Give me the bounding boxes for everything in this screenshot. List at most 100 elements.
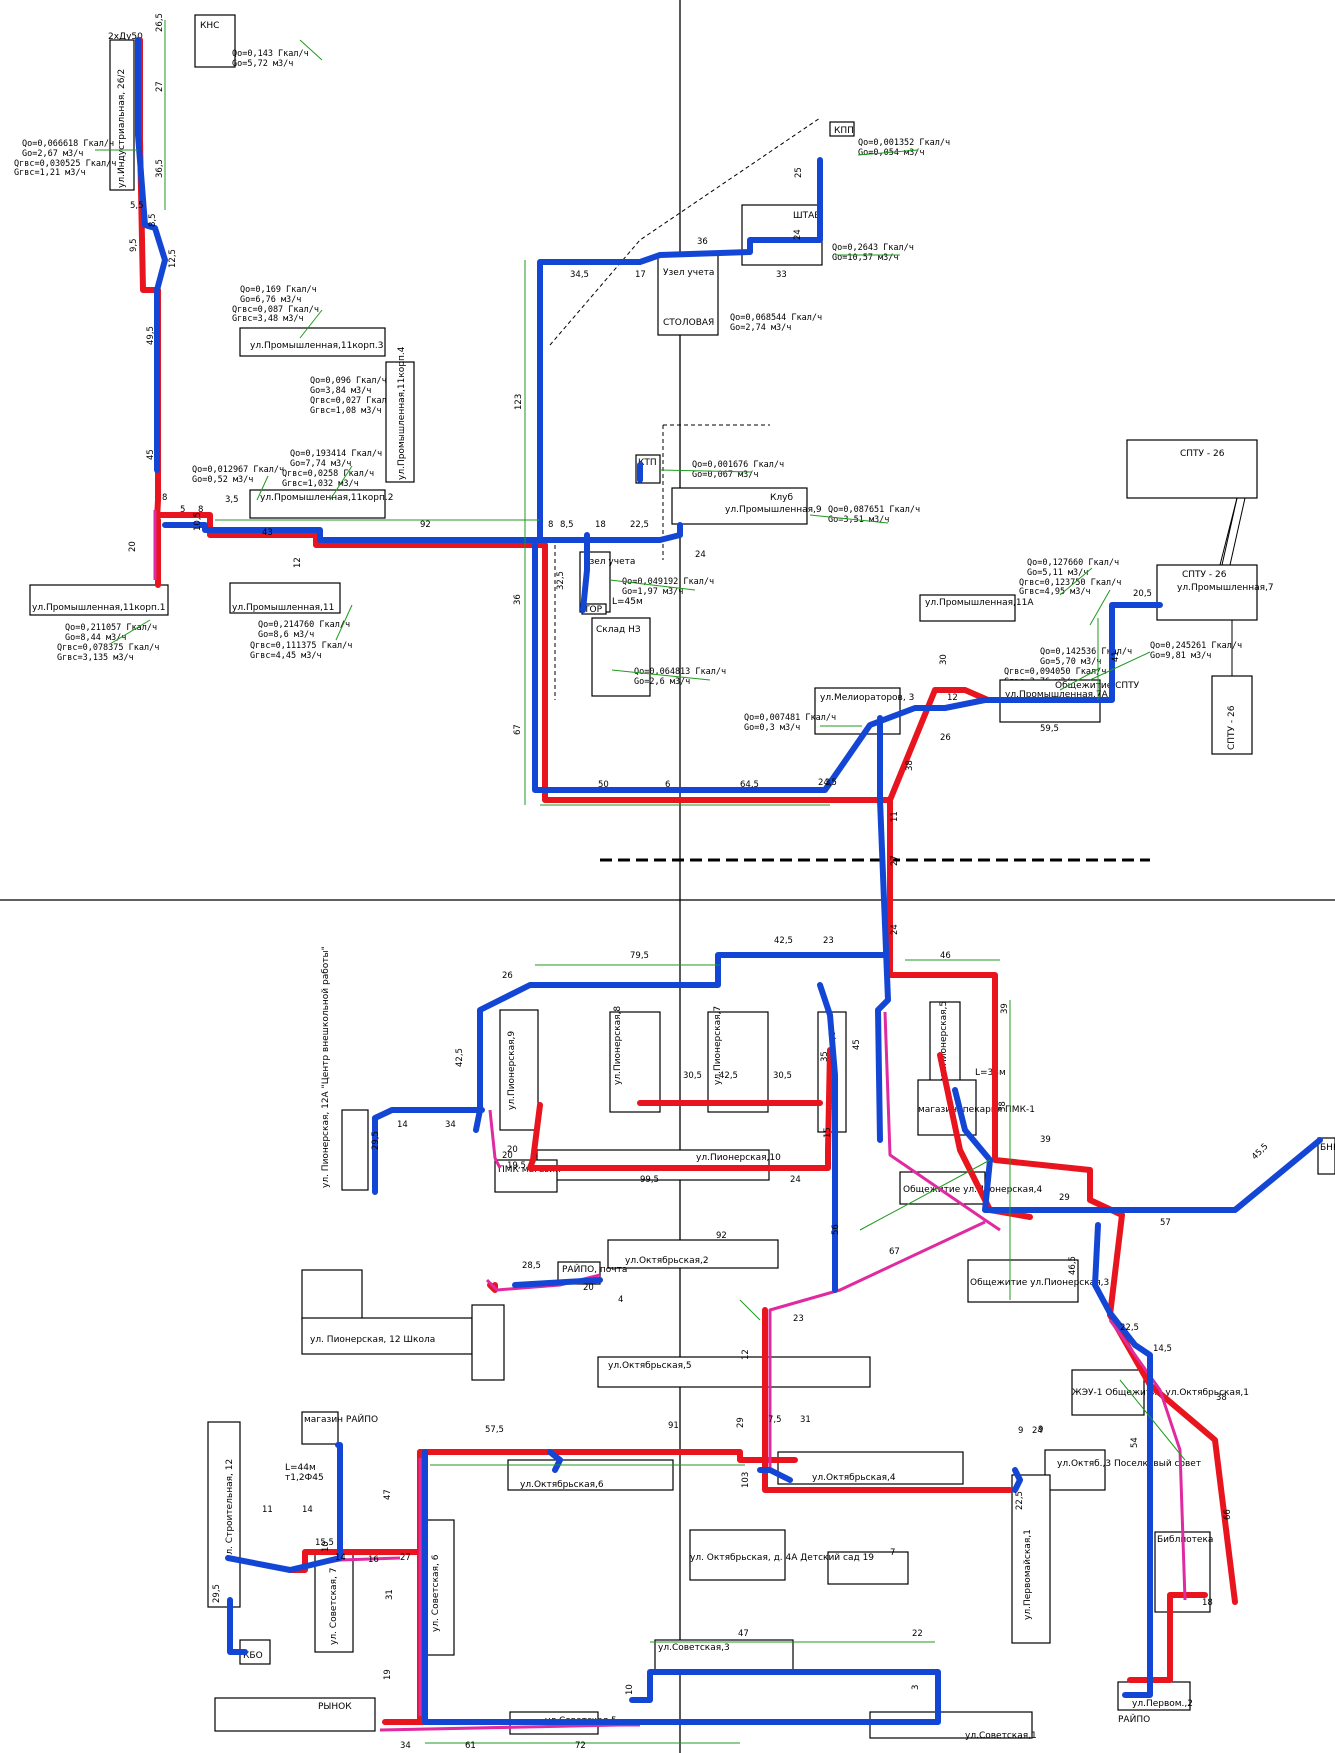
prom11k4-load-4: Gгвс=1,08 м3/ч <box>310 406 382 416</box>
prom11a-load-2: Go=5,11 м3/ч <box>1027 568 1088 578</box>
dimension-label: 26 <box>940 733 951 743</box>
dimension-label: 79,5 <box>630 951 649 961</box>
dimension-label: 27 <box>155 81 165 92</box>
svg-text:КНС: КНС <box>200 21 219 31</box>
svg-text:ул.Октябрьская,2: ул.Октябрьская,2 <box>625 1256 709 1266</box>
svg-text:ул.Промышленная,11корп.3: ул.Промышленная,11корп.3 <box>250 341 383 351</box>
dimension-label: 30 <box>939 654 949 665</box>
dimension-label: 45 <box>146 449 156 460</box>
prom11a-load-1: Qo=0,127660 Гкал/ч <box>1027 558 1119 568</box>
dimension-label: 39 <box>1040 1135 1051 1145</box>
sklad-load-2: Go=2,6 м3/ч <box>634 677 690 687</box>
building-sptu-top: СПТУ - 26 <box>1126 439 1258 499</box>
prom11k2-load-2: Go=7,74 м3/ч <box>290 459 351 469</box>
building-industrialnaya-26-2: ул.Индустриальная, 26/2 <box>109 39 135 191</box>
prom9-load-1: Qo=0,087651 Гкал/ч <box>828 505 920 515</box>
building-pion12-school: ул. Пионерская, 12 Школа <box>301 1269 505 1381</box>
svg-text:РАЙПО, почта: РАЙПО, почта <box>562 1263 627 1275</box>
dimension-label: 9,5 <box>129 238 139 252</box>
dimension-label: 22 <box>912 1629 923 1639</box>
prom11a-load-3: Qгвс=0,123750 Гкал/ч <box>1019 578 1121 588</box>
svg-text:ул.Промышленная,11корп.1: ул.Промышленная,11корп.1 <box>32 603 165 613</box>
building-pion9: ул.Пионерская,9 <box>499 1009 539 1131</box>
sklad-load-1: Qo=0,064813 Гкал/ч <box>634 667 726 677</box>
dimension-label: 24 <box>1032 1426 1043 1436</box>
dimension-label: 15 <box>823 1127 833 1138</box>
building-sov7: ул. Советская, 7 <box>314 1551 354 1653</box>
ind-load-3: Qгвс=0,030525 Гкал/ч <box>14 159 116 169</box>
svg-text:Общежитие ул.Пионерская,4: Общежитие ул.Пионерская,4 <box>903 1185 1042 1195</box>
building-pmk-magazin: ПМК магазин <box>494 1159 561 1193</box>
building-pervom1: ул.Первомайская,1 <box>1011 1474 1051 1644</box>
svg-text:БНИ 15М: БНИ 15М <box>1320 1143 1335 1153</box>
dimension-label: 34,5 <box>570 270 589 280</box>
building-kpp: КПП <box>829 121 855 137</box>
dimension-label: 31 <box>385 1589 395 1600</box>
dimension-label: 92 <box>420 520 431 530</box>
dimension-label: 47 <box>738 1629 749 1639</box>
dimension-label: 24 <box>793 229 803 240</box>
ktp-load-1: Qo=0,001676 Гкал/ч <box>692 460 784 470</box>
dimension-label: 91 <box>668 1421 679 1431</box>
dimension-label: 25 <box>794 167 804 178</box>
dimension-label: 34 <box>445 1120 456 1130</box>
pipe-note: 2хДу50 <box>108 32 143 42</box>
building-oktyabr4: ул.Октябрьская,4 <box>777 1451 964 1485</box>
dimension-label: 8,5 <box>560 520 574 530</box>
dimension-label: 49,5 <box>146 326 156 345</box>
building-kns: КНС <box>194 14 236 68</box>
building-obsh-pion3: Общежитие ул.Пионерская,3 <box>967 1259 1109 1303</box>
svg-text:ул.Первом.,2: ул.Первом.,2 <box>1132 1699 1193 1709</box>
prom11k3-load-1: Qo=0,169 Гкал/ч <box>240 285 317 295</box>
prom11a-load-4: Gгвс=4,95 м3/ч <box>1019 587 1091 597</box>
building-prom11k4: ул.Промышленная,11корп.4 <box>385 346 415 483</box>
dimension-label: 18 <box>595 520 606 530</box>
ktp-load-2: Go=0,067 м3/ч <box>692 470 759 480</box>
kpp-load-2: Go=0,054 м3/ч <box>858 148 925 158</box>
dimension-label: 47 <box>383 1489 393 1500</box>
svg-text:Библиотека: Библиотека <box>1157 1535 1213 1545</box>
svg-text:ул.Индустриальная, 26/2: ул.Индустриальная, 26/2 <box>117 69 127 188</box>
dimension-label: 64,5 <box>740 780 759 790</box>
dimension-label: 29,5 <box>212 1584 222 1603</box>
building-shtab: ШТАБ <box>741 204 823 266</box>
svg-text:СПТУ - 26: СПТУ - 26 <box>1182 570 1227 580</box>
svg-text:ул.Промышленная,11А: ул.Промышленная,11А <box>925 598 1034 608</box>
load-leaders <box>95 39 1151 727</box>
dimension-label: 20 <box>507 1145 518 1155</box>
svg-text:КТП: КТП <box>638 458 657 468</box>
svg-text:СПТУ - 26: СПТУ - 26 <box>1227 705 1237 750</box>
dimension-label: 18 <box>1202 1598 1213 1608</box>
stol-load-2: Go=2,74 м3/ч <box>730 323 791 333</box>
dimension-label: 19 <box>383 1669 393 1680</box>
dimension-label: 42,5 <box>455 1048 465 1067</box>
dimension-label: 56 <box>831 1224 841 1235</box>
building-prom11: ул.Промышленная,11 <box>229 582 341 614</box>
l33-label: L=33м <box>975 1068 1006 1078</box>
load-0129-1: Qo=0,012967 Гкал/ч <box>192 465 284 475</box>
kns-load-line1: Qo=0,143 Гкал/ч <box>232 49 309 59</box>
dimension-label: 10,5 <box>193 512 203 531</box>
prom7a-load-2: Go=5,70 м3/ч <box>1040 657 1101 667</box>
dimension-label: 33 <box>776 270 787 280</box>
dimension-label: 31 <box>800 1415 811 1425</box>
building-prom11k2: ул.Промышленная,11корп.2 <box>249 489 393 519</box>
dimension-label: 6 <box>665 780 670 790</box>
building-oktyabr2: ул.Октябрьская,2 <box>607 1239 779 1269</box>
dimension-label: 26,5 <box>155 13 165 32</box>
building-magazin-raypo: магазин РАЙПО <box>301 1411 378 1445</box>
prom11-load-4: Gгвс=4,45 м3/ч <box>250 651 322 661</box>
prom11-load-1: Qo=0,214760 Гкал/ч <box>258 620 350 630</box>
dimension-label: 72 <box>575 1741 586 1751</box>
building-bni: БНИ 15М <box>1317 1137 1335 1175</box>
building-sov3: ул.Советская,3 <box>654 1639 794 1675</box>
svg-text:ул.Октябрьская,6: ул.Октябрьская,6 <box>520 1480 604 1490</box>
dimension-label: 20,5 <box>1133 589 1152 599</box>
dimension-label: 35 <box>820 1051 830 1062</box>
svg-text:СТОЛОВАЯ: СТОЛОВАЯ <box>663 318 714 328</box>
dimension-label: 16 <box>368 1555 379 1565</box>
dimension-label: 12,5 <box>168 249 178 268</box>
building-prom11k3: ул.Промышленная,11корп.3 <box>239 327 386 357</box>
dimension-label: 30,5 <box>773 1071 792 1081</box>
svg-text:ул.Пионерская,5: ул.Пионерская,5 <box>939 1001 949 1080</box>
